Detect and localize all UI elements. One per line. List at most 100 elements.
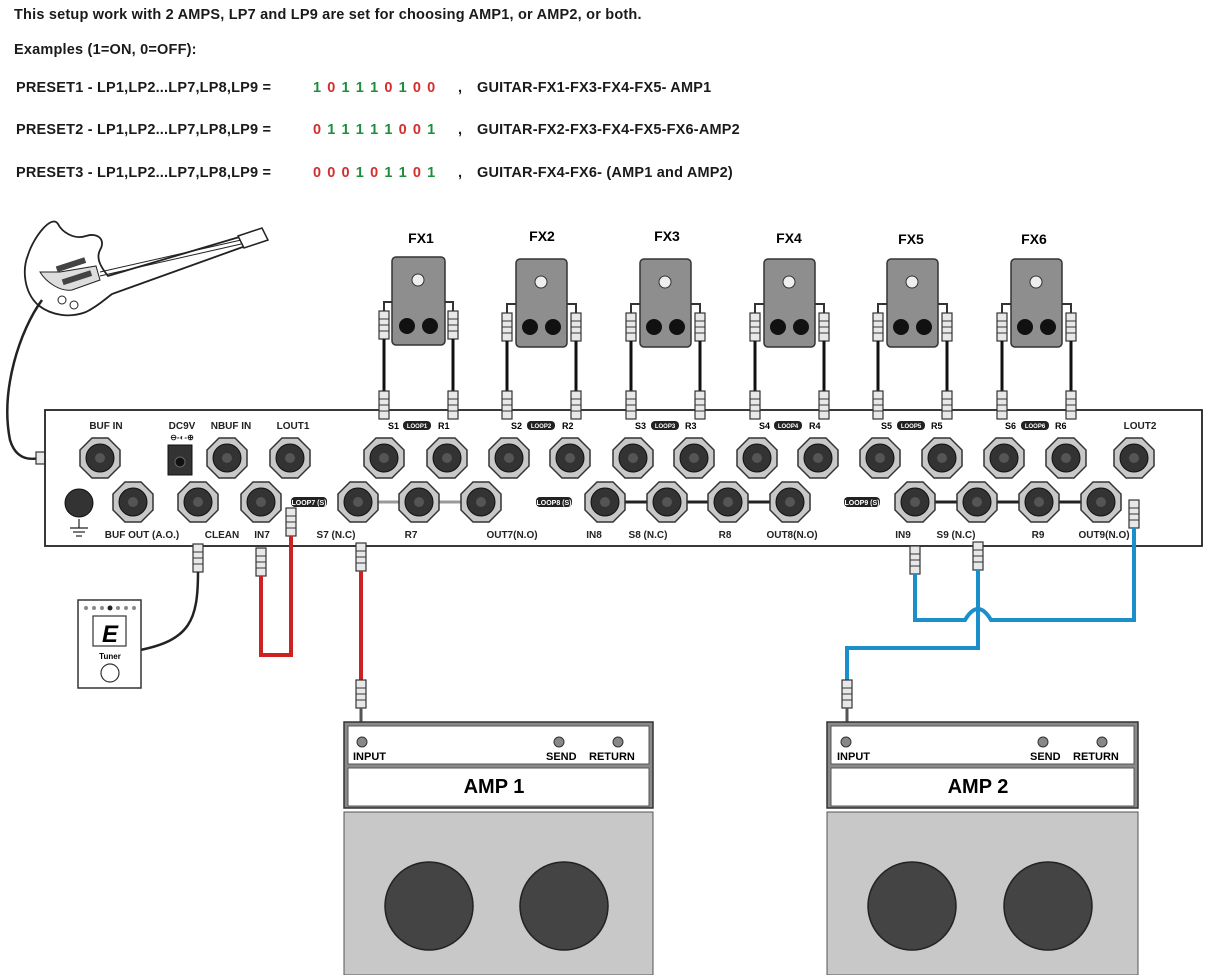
- bit: 0: [412, 80, 422, 96]
- out9-label: OUT9(N.O): [1078, 530, 1129, 541]
- s4-jack[interactable]: [736, 437, 778, 479]
- loop-tag: LOOP6: [1025, 424, 1046, 430]
- fx2-label: FX2: [529, 228, 555, 244]
- bit: 0: [427, 80, 436, 96]
- r7-jack[interactable]: [398, 481, 440, 523]
- bit: 1: [327, 122, 336, 138]
- bit: 0: [370, 165, 379, 181]
- loop-tag: LOOP2: [531, 424, 552, 430]
- lout2-label: LOUT2: [1124, 421, 1157, 432]
- r3-jack[interactable]: [673, 437, 715, 479]
- r5-jack[interactable]: [921, 437, 963, 479]
- fx5-pedal: [872, 258, 953, 420]
- bit: 0: [327, 80, 336, 96]
- lout2-jack[interactable]: [1113, 437, 1155, 479]
- tuner-label: Tuner: [99, 652, 121, 661]
- in8-jack[interactable]: [584, 481, 626, 523]
- s9-label: S9 (N.C): [937, 530, 976, 541]
- comma: ,: [458, 80, 463, 96]
- bit: 1: [427, 165, 436, 181]
- ground-knob: [64, 488, 94, 518]
- s9-jack[interactable]: [956, 481, 998, 523]
- r7-label: R7: [405, 530, 418, 541]
- bit: 0: [313, 165, 322, 181]
- loop-send-label: S1: [388, 421, 399, 431]
- bit: 1: [355, 122, 365, 138]
- setup-description: This setup work with 2 AMPS, LP7 and LP9…: [14, 7, 642, 23]
- buf-in-jack[interactable]: [79, 437, 121, 479]
- dc-polarity-icon: ⊖-◐-⊕: [170, 433, 194, 442]
- out9-jack[interactable]: [1080, 481, 1122, 523]
- loop-return-label: R5: [931, 421, 943, 431]
- in7-jack[interactable]: [240, 481, 282, 523]
- bit: 1: [384, 165, 393, 181]
- bit: 1: [341, 122, 350, 138]
- bit: 0: [412, 122, 422, 138]
- loop-return-label: R1: [438, 421, 450, 431]
- s5-jack[interactable]: [859, 437, 901, 479]
- loop-return-label: R4: [809, 421, 821, 431]
- buf-out-jack[interactable]: [112, 481, 154, 523]
- out8-jack[interactable]: [769, 481, 811, 523]
- buf-out-label: BUF OUT (A.O.): [105, 530, 179, 541]
- loop-tag: LOOP5: [901, 424, 922, 430]
- out7-label: OUT7(N.O): [486, 530, 537, 541]
- tuner-footswitch[interactable]: [100, 663, 120, 683]
- out8-label: OUT8(N.O): [766, 530, 817, 541]
- fx-pedals: [378, 256, 1077, 420]
- s3-jack[interactable]: [612, 437, 654, 479]
- r6-jack[interactable]: [1045, 437, 1087, 479]
- fx4-label: FX4: [776, 230, 802, 246]
- preset1-label: PRESET1 - LP1,LP2...LP7,LP8,LP9 =: [16, 80, 272, 96]
- buf-in-label: BUF IN: [89, 421, 122, 432]
- bit: 0: [341, 165, 350, 181]
- r2-jack[interactable]: [549, 437, 591, 479]
- amp2-cable: [845, 570, 980, 680]
- bit: 0: [398, 122, 407, 138]
- fx6-label: FX6: [1021, 231, 1047, 247]
- fx6-pedal: [996, 258, 1077, 420]
- r9-jack[interactable]: [1018, 481, 1060, 523]
- loop-send-label: S3: [635, 421, 646, 431]
- clean-jack[interactable]: [177, 481, 219, 523]
- in8-label: IN8: [586, 530, 602, 541]
- s1-jack[interactable]: [363, 437, 405, 479]
- s2-jack[interactable]: [488, 437, 530, 479]
- bit: 1: [398, 165, 407, 181]
- s6-jack[interactable]: [983, 437, 1025, 479]
- nbuf-in-label: NBUF IN: [211, 421, 252, 432]
- bit: 0: [384, 80, 393, 96]
- lout1-jack[interactable]: [269, 437, 311, 479]
- loop7-tag: LOOP7 (S): [291, 500, 326, 507]
- loop8-tag: LOOP8 (S): [536, 500, 571, 507]
- preset3-label: PRESET3 - LP1,LP2...LP7,LP8,LP9 =: [16, 165, 272, 181]
- r4-jack[interactable]: [797, 437, 839, 479]
- loop-tag: LOOP4: [778, 424, 799, 430]
- guitar-cable: [6, 299, 44, 461]
- bit: 1: [370, 80, 379, 96]
- r8-jack[interactable]: [707, 481, 749, 523]
- amp2-input-label: INPUT: [837, 751, 870, 763]
- r1-jack[interactable]: [426, 437, 468, 479]
- bit: 1: [355, 165, 365, 181]
- tuner-display: E: [102, 621, 119, 648]
- tuner-cable: [139, 571, 200, 652]
- fx3-label: FX3: [654, 228, 680, 244]
- bit: 0: [313, 122, 322, 138]
- fx1-pedal: [378, 256, 459, 420]
- s7-jack[interactable]: [337, 481, 379, 523]
- loop-tag: LOOP1: [407, 424, 428, 430]
- speaker-icon: [867, 861, 957, 951]
- loop-return-label: R3: [685, 421, 697, 431]
- speaker-icon: [519, 861, 609, 951]
- nbuf-in-jack[interactable]: [206, 437, 248, 479]
- preset1-chain: GUITAR-FX1-FX3-FX4-FX5- AMP1: [477, 80, 712, 96]
- in9-jack[interactable]: [894, 481, 936, 523]
- loop-send-label: S5: [881, 421, 892, 431]
- out7-jack[interactable]: [460, 481, 502, 523]
- s7-label: S7 (N.C): [317, 530, 356, 541]
- s8-jack[interactable]: [646, 481, 688, 523]
- s8-label: S8 (N.C): [629, 530, 668, 541]
